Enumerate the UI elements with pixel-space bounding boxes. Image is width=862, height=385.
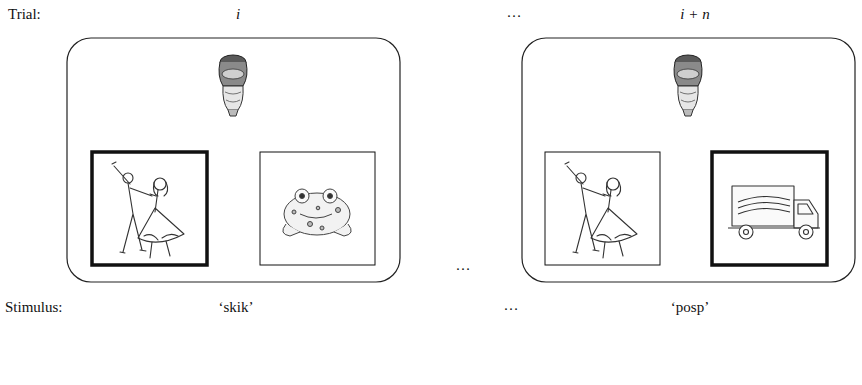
dancers-picture (112, 162, 184, 258)
truck-picture (728, 186, 820, 239)
speaker-icon (674, 55, 702, 116)
trial-label: i (236, 7, 240, 22)
foil-picture-frame (545, 152, 660, 265)
row-heading: Stimulus: (5, 300, 63, 315)
trial-label: … (456, 258, 471, 273)
dancers-picture (565, 162, 637, 258)
speaker-icon (219, 55, 247, 116)
trial-label: ‘posp’ (671, 300, 709, 315)
row-heading: Trial: (8, 7, 41, 22)
trial-panel (522, 38, 855, 282)
trial-panel (67, 38, 400, 282)
foil-picture-frame (260, 152, 375, 265)
target-picture-frame (92, 152, 207, 265)
frog-picture (283, 189, 351, 236)
trial-label: i + n (680, 7, 709, 22)
target-picture-frame (712, 152, 827, 265)
trial-label: ‘skik’ (219, 300, 254, 315)
trial-label: … (507, 5, 522, 20)
trial-label: … (504, 298, 519, 313)
